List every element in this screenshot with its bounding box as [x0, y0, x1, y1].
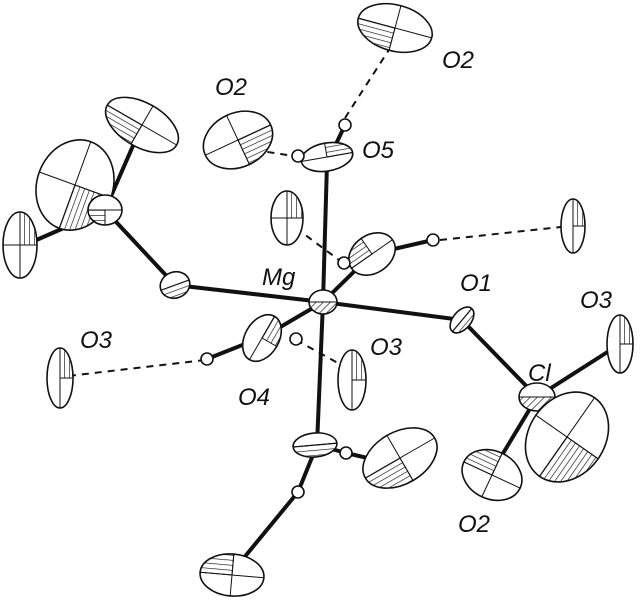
label-mg: Mg: [262, 264, 296, 291]
bond-mg-left-o: [173, 283, 325, 304]
atom-h-water-lower-center: [289, 332, 303, 346]
atom-o1: [449, 306, 475, 334]
atom-o5: [300, 141, 354, 173]
hbond-water-o3-left: [67, 359, 206, 377]
atom-o3-center-lower: [337, 349, 367, 411]
hbond-o5-o2: [344, 44, 393, 119]
label-o2-top: O2: [442, 47, 474, 74]
atom-h-water-upper-right: [426, 233, 440, 247]
atom-o3-right: [606, 314, 634, 374]
atom-o3-far-left: [46, 347, 74, 409]
atom-mg: [308, 289, 338, 315]
label-o3-left: O3: [80, 327, 113, 354]
atom-upper-left-top: [104, 96, 180, 154]
atom-o2-top: [357, 2, 433, 54]
label-o2-left: O2: [215, 74, 247, 101]
atom-o-left-mg: [159, 270, 191, 300]
label-o3-right: O3: [580, 287, 613, 314]
hydrogen-bonds: [67, 44, 571, 377]
atom-h-o5-left: [291, 149, 305, 163]
atom-c-upper-left: [87, 194, 123, 226]
atom-water-lower-left: [241, 313, 283, 363]
hbond-center-1: [295, 227, 344, 264]
hbond-water-o3-right: [439, 225, 571, 241]
atom-far-left: [2, 211, 38, 279]
label-o2-bottom: O2: [458, 511, 490, 538]
label-o5: O5: [362, 137, 395, 164]
atoms: [2, 2, 634, 597]
atom-water-upper: [348, 232, 396, 276]
atom-o2-left: [202, 110, 274, 170]
atom-h-o4-lower: [291, 485, 305, 499]
bonds: [23, 123, 622, 567]
label-o4: O4: [238, 384, 270, 411]
atom-o4: [292, 432, 338, 458]
atom-h-o5-top: [338, 118, 352, 132]
atom-lower-center-right: [362, 427, 438, 489]
atom-o3-far-right-upper: [560, 198, 586, 254]
atom-h-water-upper-center: [337, 256, 351, 270]
bond-h-lower-o: [236, 490, 300, 567]
atom-h-water-lower-left: [200, 352, 214, 366]
label-o3-center: O3: [370, 334, 403, 361]
atom-water-upper-left: [270, 190, 304, 246]
atom-h-o4-right: [339, 446, 353, 460]
label-cl: Cl: [528, 360, 551, 387]
atom-bottom: [199, 553, 265, 597]
bond-left-o-c: [103, 208, 177, 287]
labels: O2 O2 O5 Mg O1 O3 O3 O3 Cl O4 O2: [80, 47, 613, 538]
label-o1: O1: [460, 270, 492, 297]
bond-o1-cl: [460, 318, 539, 399]
atom-o2-bottom: [461, 448, 523, 502]
bond-mg-o5: [321, 161, 329, 304]
bond-mg-o4: [315, 300, 325, 447]
atom-o-lower-right-large: [524, 391, 610, 483]
bond-mg-o1: [321, 300, 464, 322]
